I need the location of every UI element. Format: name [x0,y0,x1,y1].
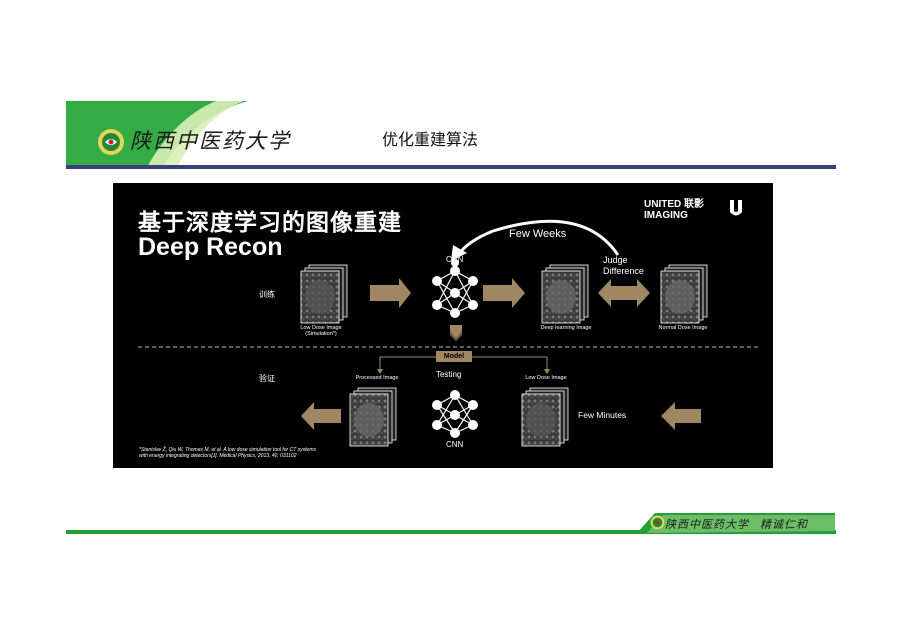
arrow-train-output [483,278,525,308]
deep-recon-slide: 基于深度学习的图像重建 Deep Recon UNITED 联影 IMAGING [113,183,773,468]
few-weeks-arrowhead [451,245,467,261]
arrow-test-input [661,402,701,430]
low-dose-image-caption: Low Dose Image [525,375,567,381]
testing-label: Testing [436,370,462,379]
citation: *Stanislav Ž, Qiu W, Thomas M, et al. A … [139,447,316,459]
few-minutes-label: Few Minutes [578,410,627,420]
ct-stack-normal-dose [660,264,708,324]
ct-stack-low-dose [521,387,569,447]
cnn-bottom-label: CNN [446,440,464,449]
few-weeks-arrow [456,219,620,256]
slide-title-en: Deep Recon [138,233,283,261]
model-badge: Model [436,351,472,362]
cnn-top-label: CNN [446,255,464,264]
low-dose-sim-caption: Low Dose Image (Simulation*) [300,325,342,337]
normal-dose-caption: Normal Dose Image [658,325,708,331]
ct-stack-processed [349,387,397,447]
university-emblem-icon [98,129,124,155]
arrow-train-input [370,278,411,308]
brand-line2: IMAGING [644,210,688,221]
slide-title-cn: 基于深度学习的图像重建 [138,210,402,236]
flow-diagram [138,219,758,447]
footer-logo-text: 陕西中医药大学 [665,518,749,531]
united-imaging-logo: UNITED 联影 IMAGING [644,199,704,221]
deep-learning-caption: Deep learning Image [540,325,592,331]
footer-line [66,530,836,534]
ct-stack-low-dose-sim [300,264,348,324]
ct-stack-deep-learning [541,264,589,324]
few-weeks-label: Few Weeks [509,228,567,240]
footer-band [637,513,835,533]
arrow-judge-double [598,279,650,307]
united-imaging-mark-icon [730,200,742,216]
footer-motto: 精诚仁和 [760,518,808,531]
page-title: 优化重建算法 [382,130,479,149]
verify-label: 验证 [259,374,275,383]
header-logo-text: 陕西中医药大学 [130,129,291,153]
model-branch-right [472,356,548,371]
footer-emblem-icon [650,515,665,530]
model-branch-left [379,356,436,371]
brand-line1: UNITED 联影 [644,199,704,210]
arrow-down-chevron [450,330,462,341]
processed-image-caption: Processed Image [355,375,399,381]
judge-difference-label: Judge Difference [603,255,644,276]
train-label: 训练 [259,290,275,299]
arrow-test-output [301,402,341,430]
arrow-down-model [450,325,462,338]
cnn-nodes-top [432,259,478,318]
cnn-nodes-bottom [432,390,478,438]
